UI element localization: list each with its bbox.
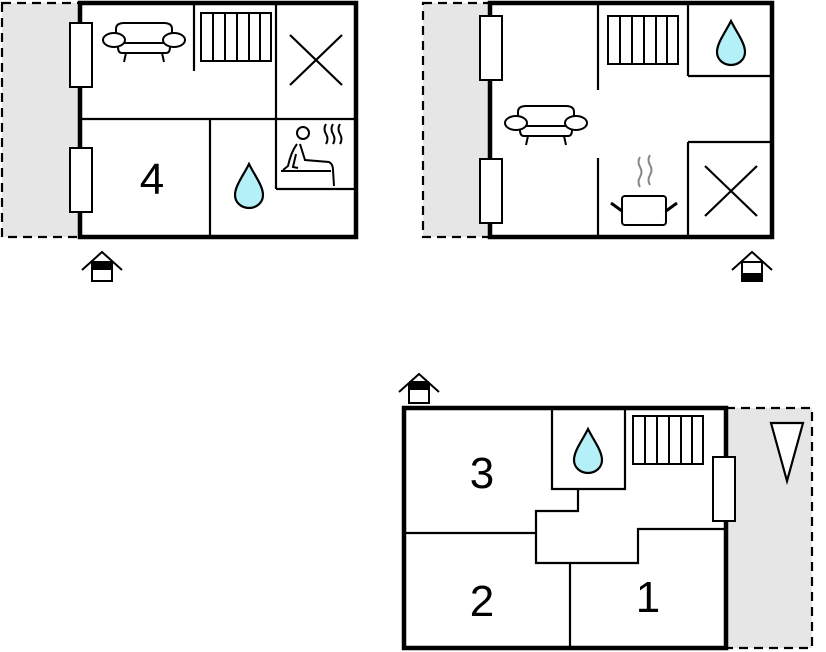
entrance-icon	[81, 251, 123, 282]
terrace-area	[421, 1, 492, 239]
room-number-3: 3	[470, 449, 494, 498]
cooking-pot-icon	[610, 154, 678, 226]
stairs-icon	[200, 12, 272, 62]
room-number-4: 4	[140, 155, 164, 204]
window-icon	[479, 158, 503, 224]
plan-top-left: 4	[0, 0, 359, 282]
entrance-icon	[398, 373, 440, 404]
plan-top-right	[421, 0, 775, 282]
stairs-icon	[632, 415, 704, 465]
triangle-down-icon	[769, 421, 805, 486]
stairs-icon	[607, 15, 679, 65]
entrance-icon	[731, 251, 773, 282]
terrace-area	[0, 1, 82, 239]
terrace-area	[724, 406, 814, 650]
window-icon	[69, 147, 93, 213]
room-number-2: 2	[470, 577, 494, 626]
window-icon	[69, 22, 93, 88]
sauna-icon	[281, 123, 343, 187]
window-icon	[479, 15, 503, 81]
room-number-1: 1	[636, 573, 660, 622]
window-icon	[712, 456, 736, 522]
plan-bottom: 3 2 1	[398, 373, 814, 651]
